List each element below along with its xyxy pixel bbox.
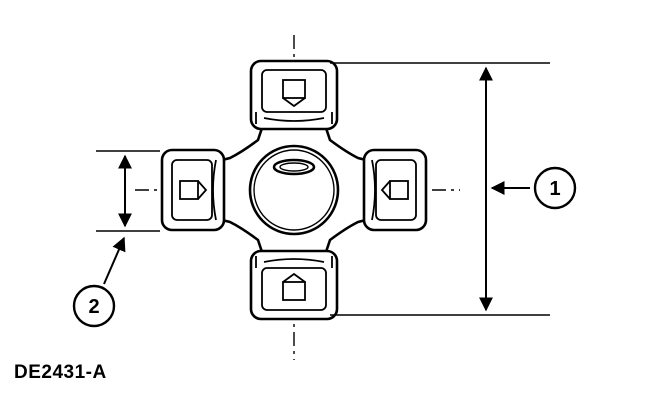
bearing-cap-top [249,59,339,131]
bearing-cap-left-seal [212,159,217,221]
needle-bearing-bottom [282,281,306,301]
callout-1-circle [533,166,577,210]
bearing-cap-bottom [249,249,339,321]
needle-bearing-right [389,180,409,200]
bearing-cap-top-flange [255,112,333,124]
bearing-cap-bottom-flange [255,256,333,268]
dimension-1 [330,62,550,316]
needle-bearing-top-point [282,97,306,108]
bearing-cap-right-seal [371,159,376,221]
needle-bearing-left [179,180,199,200]
cross-body [220,126,368,254]
callout-2: 2 [72,284,116,328]
needle-bearing-left-point [197,180,208,200]
needle-bearing-top [282,79,306,99]
grease-fitting-hole-inner [279,162,309,172]
hub-bore [248,144,340,236]
callout-2-leader [103,236,126,285]
bearing-cap-right [362,148,428,232]
needle-bearing-right-point [380,180,391,200]
callout-2-circle [72,284,116,328]
bearing-cap-bottom-seal [263,258,325,263]
bearing-cap-left [160,148,226,232]
bearing-cap-top-seal [263,117,325,122]
dimension-2 [96,150,160,285]
needle-bearing-bottom-point [282,272,306,283]
callout-2-number: 2 [88,296,99,318]
figure-id-label: DE2431-A [14,362,107,383]
hub-bore-inner [253,149,335,231]
callout-1: 1 [533,166,577,210]
callout-1-number: 1 [549,178,560,200]
